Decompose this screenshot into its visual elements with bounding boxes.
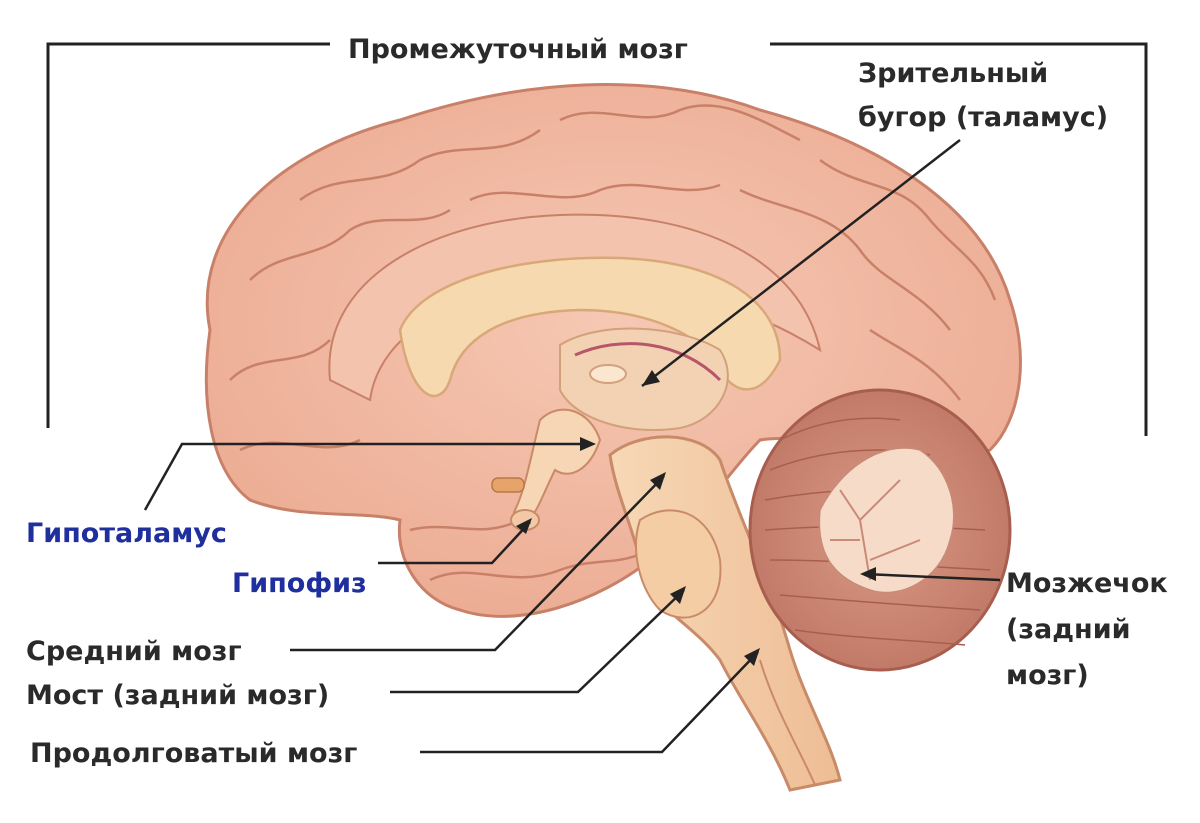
label-midbrain: Средний мозг bbox=[26, 636, 242, 667]
leader-lines bbox=[143, 139, 1001, 754]
label-thalamus-line1: Зрительный bbox=[858, 58, 1048, 89]
thalamus bbox=[559, 327, 729, 432]
midbrain-arrowhead bbox=[650, 472, 666, 490]
label-thalamus-line2: бугор (таламус) bbox=[858, 102, 1108, 133]
diencephalon-bracket bbox=[46, 42, 1148, 436]
cerebellum-leader bbox=[863, 572, 1001, 582]
cerebellum-arrowhead bbox=[860, 567, 876, 581]
medulla-leader bbox=[420, 651, 759, 754]
arbor-vitae bbox=[818, 447, 955, 594]
pons-leader bbox=[390, 589, 685, 694]
hypothalamus-leader bbox=[143, 442, 590, 511]
pituitary-arrowhead bbox=[516, 518, 532, 534]
midbrain-leader bbox=[290, 475, 665, 652]
optic-chiasm bbox=[491, 477, 525, 493]
label-hypothalamus: Гипоталамус bbox=[26, 518, 227, 549]
pons-arrowhead bbox=[670, 586, 686, 604]
label-diencephalon: Промежуточный мозг bbox=[348, 34, 688, 65]
thalamus-arrowhead bbox=[642, 370, 660, 386]
brainstem bbox=[608, 435, 842, 792]
label-medulla: Продолговатый мозг bbox=[30, 738, 357, 769]
labels: Промежуточный мозг Зрительный бугор (тал… bbox=[26, 34, 1168, 769]
medulla-arrowhead bbox=[744, 648, 760, 666]
label-cerebellum-line1: Мозжечок bbox=[1006, 568, 1168, 599]
pons-bulge bbox=[635, 509, 722, 619]
label-pituitary: Гипофиз bbox=[232, 568, 367, 599]
label-pons: Мост (задний мозг) bbox=[26, 680, 329, 711]
pituitary-leader bbox=[378, 521, 531, 565]
hypothalamus-arrowhead bbox=[580, 437, 596, 451]
label-cerebellum-line2: (задний bbox=[1006, 614, 1131, 645]
label-cerebellum-line3: мозг) bbox=[1006, 660, 1089, 691]
cerebellum bbox=[748, 388, 1012, 672]
thalamus-leader bbox=[641, 139, 961, 387]
